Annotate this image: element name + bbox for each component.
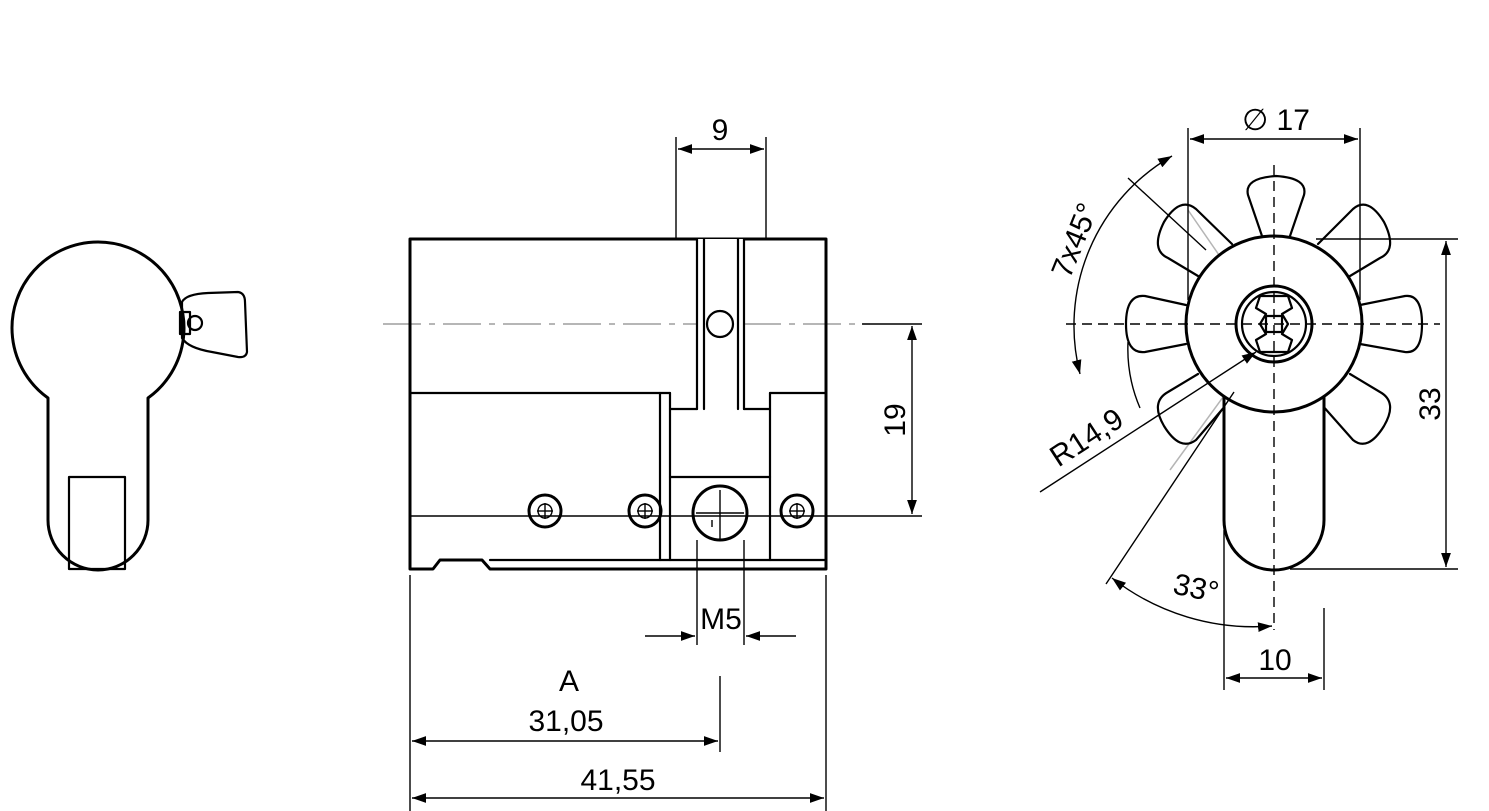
dim-chamfer-label: 7x45° [1045,199,1104,283]
dim-radius-label: R14,9 [1044,402,1129,473]
side-hole-m5 [691,484,749,542]
dim-33-label: 33 [1414,387,1447,420]
side-slot-hole [705,309,735,339]
dim-angle-arc [1111,577,1273,633]
side-hole-1 [527,493,563,529]
dim-d17-label: ∅ 17 [1242,104,1310,137]
dim-a-label: A [559,665,579,698]
dim-31-label: 31,05 [528,705,603,738]
profile-key-handle [180,290,249,359]
front-wing-top [1246,174,1306,238]
side-hole-3 [779,493,815,529]
side-view: 9 19 M5 A 31,05 41,55 [383,114,922,811]
dim-chamfer-leader [1127,177,1207,251]
side-slot-right-step [742,391,772,411]
dim-chamfer-arc [1071,155,1173,375]
front-wing-top-right [1316,203,1392,278]
side-body-outline [408,237,828,571]
front-wing-bottom-left [1156,372,1228,445]
dim-9-label: 9 [712,114,729,147]
profile-cam-slot [67,475,127,571]
side-lower-step-outline [668,407,772,479]
dim-radius-arc [1127,341,1141,409]
dim-angle-leg [1105,391,1235,585]
profile-key-neck [178,310,192,336]
dim-19-label: 19 [879,403,912,436]
front-view: ∅ 17 33 7x45° R14,9 33° 10 [1039,104,1458,690]
side-hole-2 [627,493,663,529]
profile-key-pin [186,314,204,332]
dim-41-label: 41,55 [580,764,655,797]
dim-m5-label: M5 [700,603,742,636]
cylinder-profile-outline [10,240,186,572]
front-keyway [1254,294,1294,354]
dim-10-label: 10 [1258,644,1291,677]
profile-view [10,240,249,572]
dim-angle-label: 33° [1170,568,1221,610]
side-slot-left-step [668,391,699,411]
dim-radius-leader [1039,351,1257,493]
front-wing-bottom-right [1320,372,1392,445]
